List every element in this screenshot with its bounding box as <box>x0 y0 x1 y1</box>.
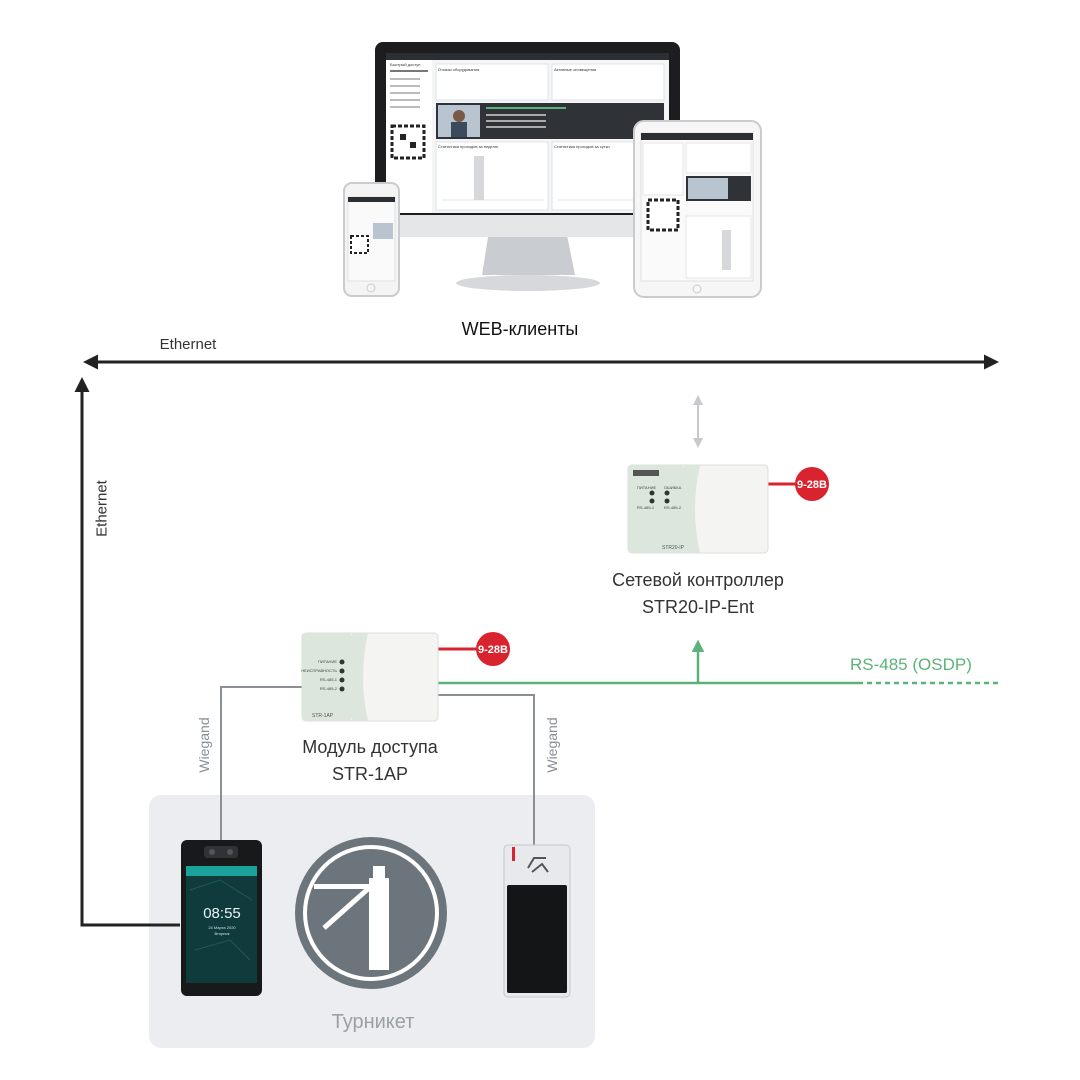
module-led-fault: НЕИСПРАВНОСТЬ <box>301 668 337 673</box>
turnstile-label: Турникет <box>331 1011 415 1033</box>
terminal-date-line2: Вторник <box>215 931 230 936</box>
module-title-line2: STR-1AP <box>331 764 409 784</box>
screen-panel-failures: Отказы оборудования <box>438 67 479 72</box>
module-led-power: ПИТАНИЕ <box>318 659 337 664</box>
controller-led-error: ОШИБКА <box>664 485 682 490</box>
turnstile-icon <box>295 837 447 989</box>
ethernet-vertical-link <box>74 377 180 927</box>
monitor-chin <box>375 215 680 237</box>
wiegand-right-wire <box>437 694 535 848</box>
screen-quick-access: Быстрый доступ <box>390 62 420 67</box>
module-model-mark: STR-1AP <box>312 713 334 719</box>
network-controller-device <box>627 464 769 554</box>
controller-model-mark: STR20-IP <box>662 545 685 551</box>
monitor-stand <box>482 225 575 275</box>
terminal-time: 08:55 <box>203 905 241 922</box>
module-power-badge <box>476 632 510 666</box>
screen-panel-day: Статистика проходов за сутки <box>554 144 610 149</box>
web-clients-devices: Отказы оборудования Активные оповещения … <box>343 42 762 298</box>
module-title-line1: Модуль доступа <box>302 737 438 757</box>
module-led-rs485-2: RS-485-2 <box>320 686 338 691</box>
screen-panel-week: Статистика проходов за неделю <box>438 144 498 149</box>
wiegand-left-wire <box>220 686 302 845</box>
screen-panel-alerts: Активные оповещения <box>554 67 596 72</box>
monitor-base <box>456 275 600 291</box>
access-module-device <box>301 632 439 722</box>
module-power-label: 9-28В <box>478 644 508 656</box>
controller-led-power: ПИТАНИЕ <box>637 485 656 490</box>
controller-title-line2: STR20-IP-Ent <box>641 597 755 617</box>
controller-title-line1: Сетевой контроллер <box>612 570 784 590</box>
controller-power-badge <box>795 467 829 501</box>
controller-led-rs485-2: RS-485-2 <box>664 505 682 510</box>
card-reader <box>503 844 571 998</box>
controller-power-label: 9-28В <box>797 479 827 491</box>
rs485-label: RS-485 (OSDP) <box>850 655 972 674</box>
controller-led-rs485-1: RS-485-1 <box>637 505 655 510</box>
face-terminal <box>181 840 262 996</box>
ethernet-horizontal-label: Ethernet <box>159 336 217 353</box>
tablet-qr-code <box>646 198 680 232</box>
module-led-rs485-1: RS-485-1 <box>320 677 338 682</box>
qr-code <box>390 124 426 160</box>
web-clients-label: WEB-клиенты <box>461 319 579 339</box>
ethernet-vertical-label: Ethernet <box>93 480 111 537</box>
wiegand-left-label: Wiegand <box>196 717 212 773</box>
wiegand-right-label: Wiegand <box>544 717 560 773</box>
terminal-date-line1: 24 Марта 2020 <box>208 925 236 930</box>
